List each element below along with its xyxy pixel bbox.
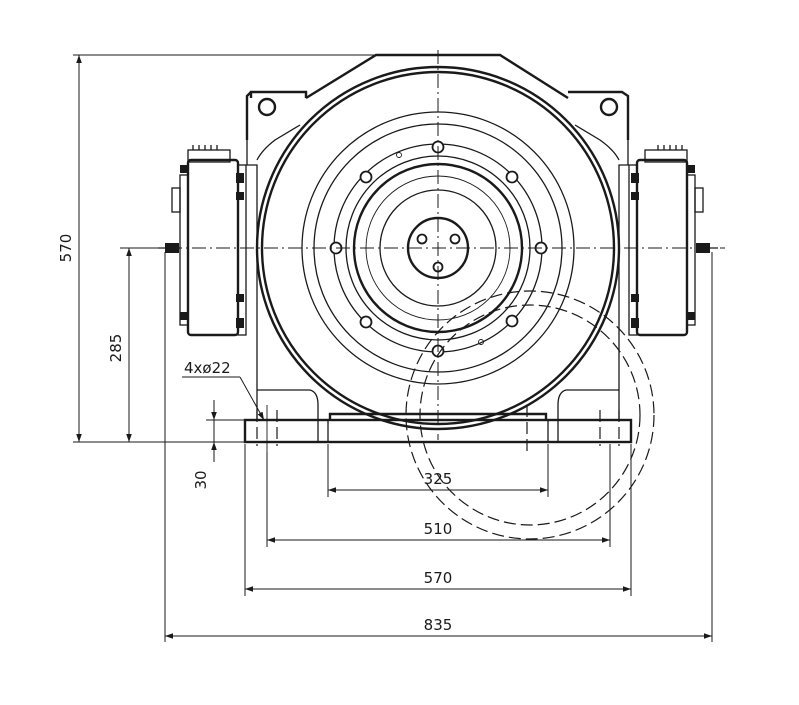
- dim-label-foot-thickness: 30: [192, 470, 210, 489]
- dim-hole-spacing: 510: [267, 520, 610, 543]
- dim-label-base-width: 570: [424, 569, 453, 587]
- leader-mounting-holes: 4xø22: [182, 359, 265, 421]
- dim-label-overall-width: 835: [424, 616, 453, 634]
- dim-label-overall-height: 570: [57, 234, 75, 263]
- dim-foot-thickness: 30: [192, 400, 245, 490]
- bolt-holes-outer: [329, 140, 548, 358]
- dim-label-foot-opening: 325: [424, 470, 453, 488]
- brake-left: [158, 145, 247, 337]
- dim-overall-width: 835: [165, 616, 712, 639]
- dim-label-mounting-holes: 4xø22: [184, 359, 231, 377]
- brake-right: [628, 145, 718, 337]
- dim-foot-opening: 325: [328, 470, 548, 493]
- dim-label-shaft-center-height: 285: [107, 334, 125, 363]
- extension-lines: [164, 252, 713, 642]
- mounting-ear-hole-right: [599, 97, 619, 117]
- mounting-ear-hole-left: [257, 97, 277, 117]
- dim-shaft-center-height: 285: [107, 247, 165, 442]
- dim-base-width: 570: [245, 569, 631, 592]
- center-lines: [120, 50, 725, 440]
- dim-label-hole-spacing: 510: [424, 520, 453, 538]
